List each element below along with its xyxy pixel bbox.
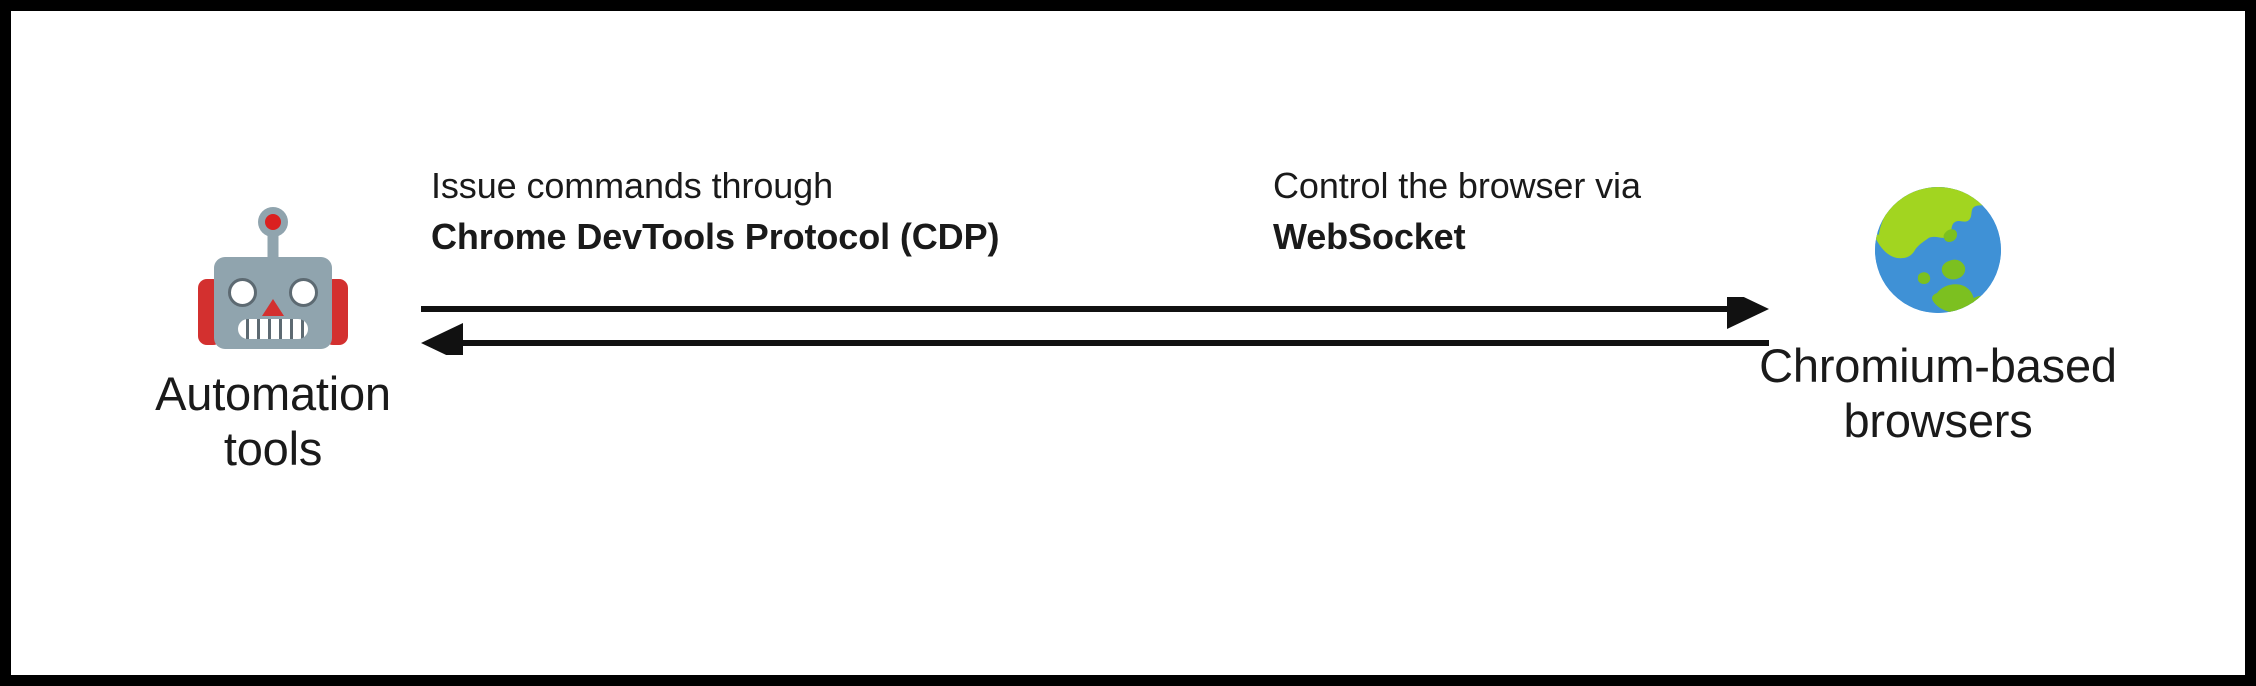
edge-label-inbound-regular: Control the browser via bbox=[1273, 165, 1641, 206]
node-automation-tools-label: Automation tools bbox=[155, 367, 391, 475]
arrow-outbound bbox=[421, 297, 1769, 329]
robot-mouth-icon bbox=[238, 319, 308, 339]
robot-eye-right-icon bbox=[289, 278, 318, 307]
node-automation-tools: Automation tools bbox=[73, 207, 473, 476]
robot-nose-icon bbox=[262, 299, 284, 316]
edge-label-outbound: Issue commands through Chrome DevTools P… bbox=[431, 163, 999, 259]
node-chromium-browsers-label: Chromium-based browsers bbox=[1759, 339, 2117, 447]
edge-label-outbound-bold: Chrome DevTools Protocol (CDP) bbox=[431, 216, 1000, 257]
connector-arrows bbox=[421, 297, 1769, 355]
robot-antenna-light-icon bbox=[265, 214, 281, 230]
arrow-inbound bbox=[421, 323, 1769, 355]
node-chromium-browsers: Chromium-based browsers bbox=[1703, 187, 2173, 448]
diagram-canvas: Automation tools Chromium-based browsers bbox=[11, 11, 2245, 675]
globe-icon bbox=[1875, 187, 2001, 313]
robot-antenna-stem-icon bbox=[267, 233, 279, 261]
edge-label-outbound-regular: Issue commands through bbox=[431, 165, 834, 206]
robot-eye-left-icon bbox=[228, 278, 257, 307]
edge-label-inbound: Control the browser via WebSocket bbox=[1273, 163, 1641, 259]
edge-label-inbound-bold: WebSocket bbox=[1273, 216, 1466, 257]
robot-head-icon bbox=[214, 257, 332, 349]
robot-icon bbox=[196, 207, 350, 349]
